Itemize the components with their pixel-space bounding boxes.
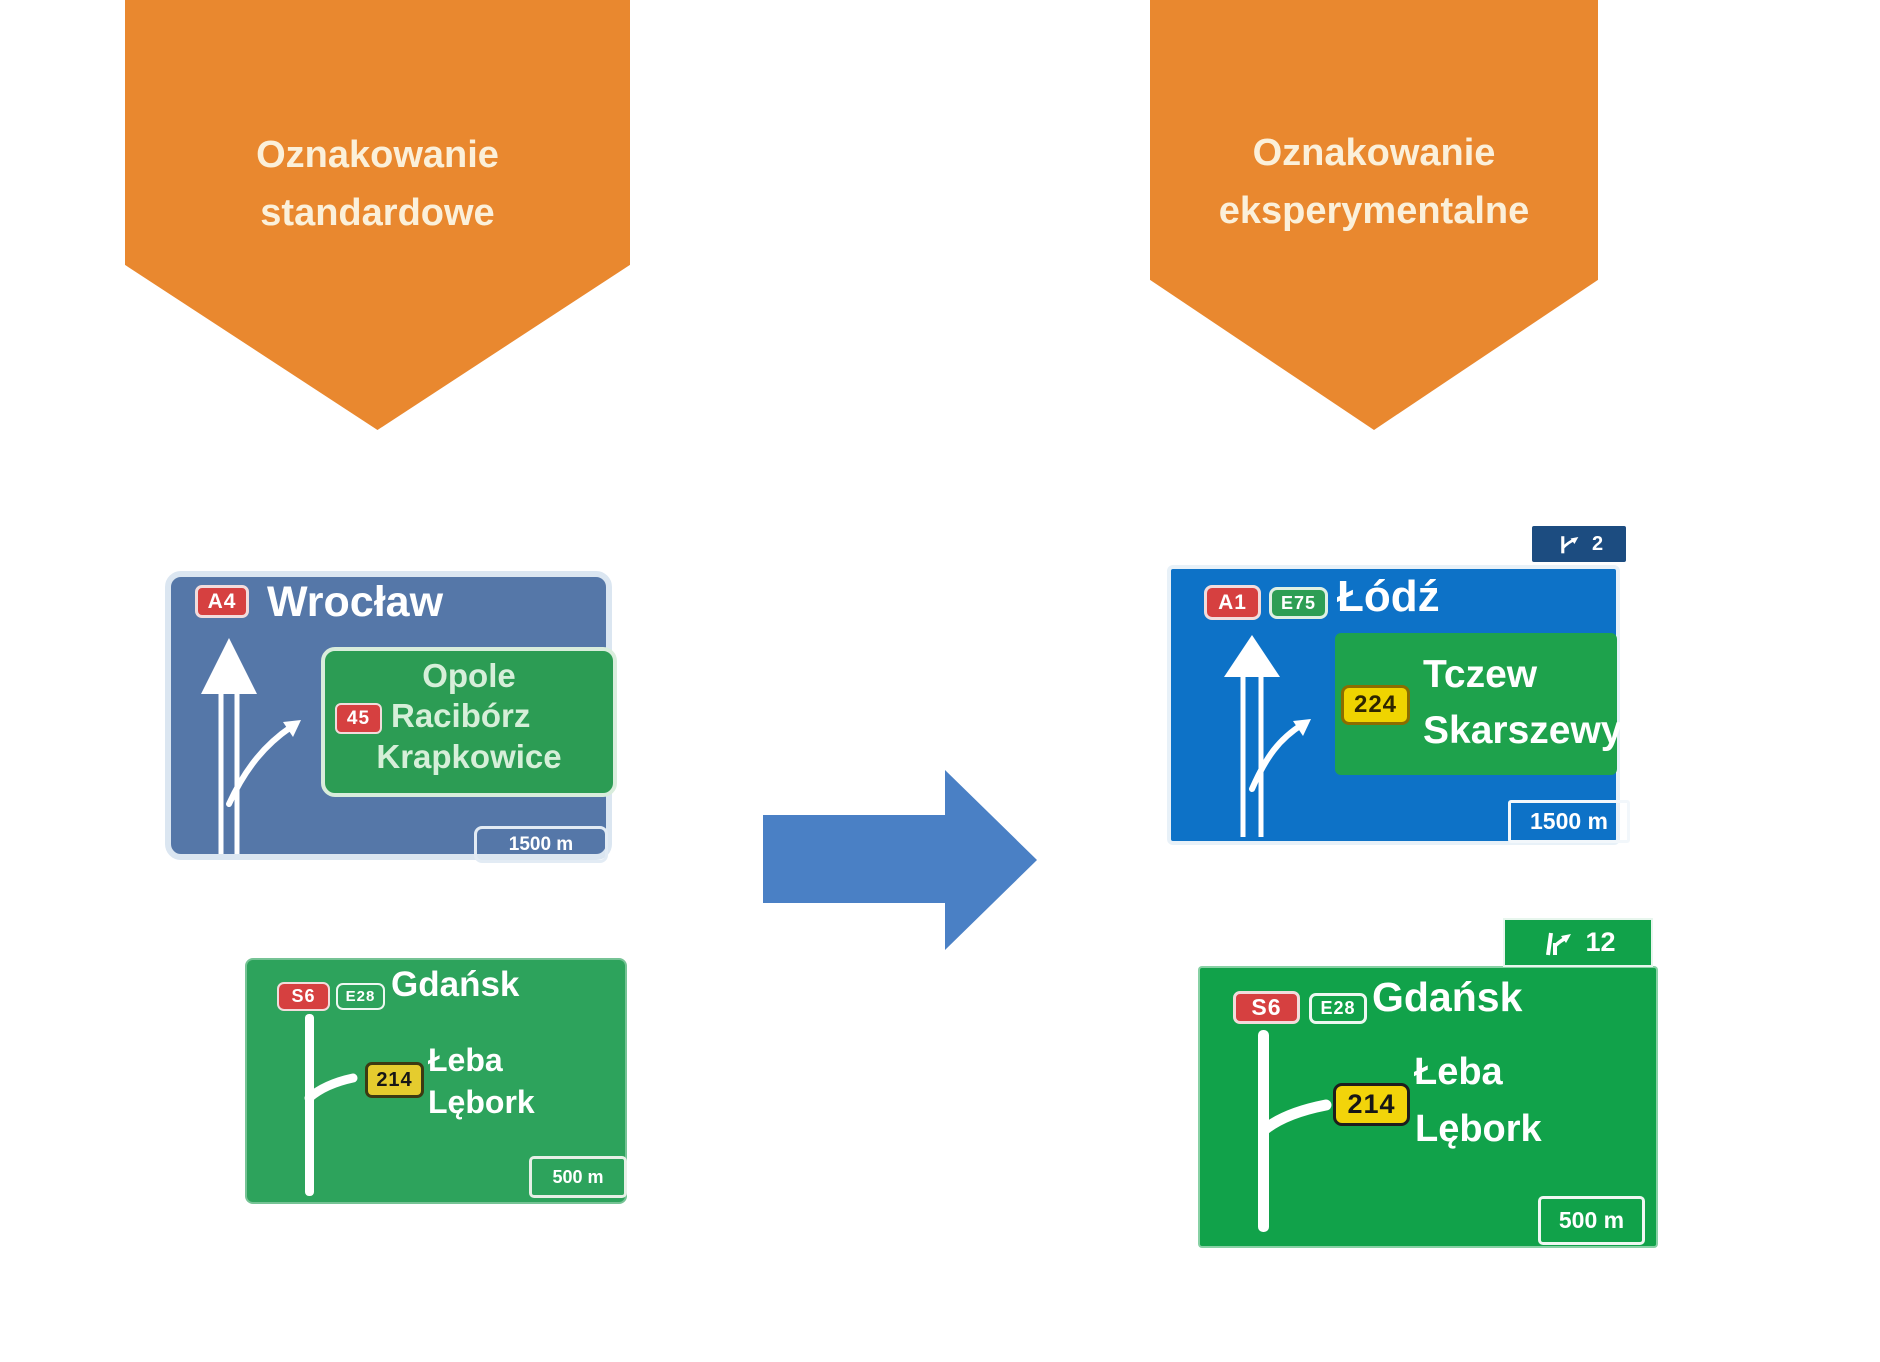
city-label: Łódź bbox=[1337, 572, 1440, 621]
panel-destination-3: Krapkowice bbox=[376, 738, 562, 775]
road-with-branch-icon bbox=[304, 1014, 358, 1196]
destination-label-2: Lębork bbox=[428, 1084, 535, 1120]
destination-panel: 224 Tczew Skarszewy bbox=[1335, 633, 1622, 775]
city-label: Wrocław bbox=[267, 578, 444, 626]
panel-destination-2: Skarszewy bbox=[1423, 709, 1623, 752]
distance-box: 1500 m bbox=[1508, 800, 1630, 843]
exit-ramp-icon bbox=[1561, 536, 1579, 554]
panel-destination-1: Opole bbox=[422, 657, 516, 694]
exit-tab: 2 bbox=[1532, 526, 1626, 562]
panel-route-badge: 224 bbox=[1341, 685, 1410, 725]
sign-standard-expressway: S6 E28 Gdańsk 214 Łeba Lębork 500 m bbox=[245, 958, 627, 1204]
destination-label-1: Łeba bbox=[428, 1042, 503, 1078]
distance-box: 500 m bbox=[529, 1156, 627, 1198]
banner-line1: Oznakowanie bbox=[256, 134, 499, 176]
route-badge: A1 bbox=[1204, 585, 1261, 620]
local-route-badge: 214 bbox=[1333, 1083, 1410, 1126]
exit-tab: 12 bbox=[1503, 918, 1653, 967]
panel-destination-1: Tczew bbox=[1423, 653, 1538, 696]
distance-label: 500 m bbox=[552, 1166, 604, 1187]
banner-line2: eksperymentalne bbox=[1218, 190, 1530, 232]
euro-route-badge: E28 bbox=[336, 983, 385, 1010]
local-route-badge: 214 bbox=[365, 1062, 424, 1098]
panel-destination-2: Racibórz bbox=[391, 697, 531, 734]
route-badge: S6 bbox=[1233, 991, 1300, 1024]
distance-label: 1500 m bbox=[508, 833, 574, 855]
route-badge: S6 bbox=[277, 982, 330, 1011]
route-badge: A4 bbox=[195, 585, 249, 618]
exit-number: 12 bbox=[1585, 927, 1616, 957]
banner-standard-label: Oznakowanie standardowe bbox=[125, 126, 630, 242]
banner-standard: Oznakowanie standardowe bbox=[125, 0, 630, 430]
distance-label: 1500 m bbox=[1529, 808, 1608, 834]
banner-line2: standardowe bbox=[260, 192, 495, 234]
distance-box: 1500 m bbox=[474, 826, 608, 863]
distance-label: 500 m bbox=[1558, 1207, 1625, 1233]
banner-line1: Oznakowanie bbox=[1252, 132, 1496, 174]
city-label: Gdańsk bbox=[1372, 974, 1523, 1020]
sign-experimental-motorway: 2 A1 E75 Łódź 224 Tczew Skarszewy 1500 m bbox=[1167, 526, 1630, 845]
city-label: Gdańsk bbox=[391, 965, 520, 1004]
exit-number: 2 bbox=[1591, 532, 1604, 555]
banner-experimental-label: Oznakowanie eksperymentalne bbox=[1150, 124, 1598, 240]
euro-route-badge: E28 bbox=[1309, 993, 1367, 1024]
destination-label-1: Łeba bbox=[1414, 1051, 1503, 1093]
panel-route-badge: 45 bbox=[335, 703, 382, 734]
destination-label-2: Lębork bbox=[1415, 1108, 1542, 1150]
banner-experimental: Oznakowanie eksperymentalne bbox=[1150, 0, 1598, 430]
sign-experimental-expressway: 12 S6 E28 Gdańsk 214 Łeba Lębork 500 m bbox=[1198, 918, 1658, 1248]
up-arrow-with-branch-icon bbox=[201, 638, 301, 854]
transform-arrow-icon bbox=[763, 770, 1037, 950]
road-with-branch-icon bbox=[1258, 1030, 1332, 1232]
up-arrow-with-branch-icon bbox=[1224, 635, 1311, 837]
exit-ramp-icon bbox=[1546, 932, 1572, 955]
euro-route-badge: E75 bbox=[1269, 587, 1328, 619]
destination-panel: Opole 45 Racibórz Krapkowice bbox=[321, 647, 617, 797]
sign-standard-motorway: A4 Wrocław Opole 45 Racibórz Krapkowice … bbox=[165, 571, 617, 863]
distance-box: 500 m bbox=[1538, 1196, 1645, 1245]
